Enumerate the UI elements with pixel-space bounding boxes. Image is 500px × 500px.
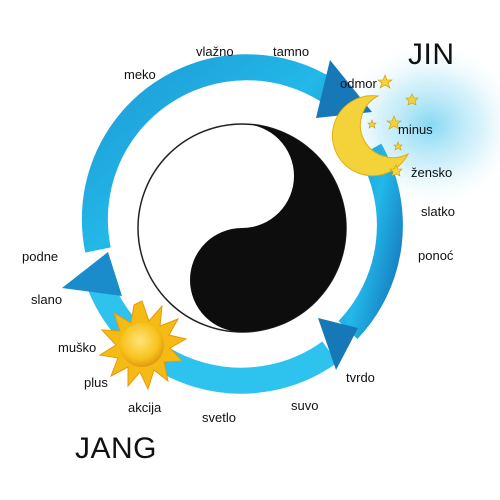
word-suvo: suvo [291,398,319,413]
ring-arc-top [81,54,338,253]
word-odmor: odmor [340,76,377,91]
word-slatko: slatko [421,204,455,219]
word-musko: muško [58,340,97,355]
word-podne: podne [22,249,59,264]
word-akcija: akcija [128,400,162,415]
word-minus: minus [398,122,433,137]
word-ponoc: ponoć [418,248,454,263]
word-meko: meko [124,67,156,82]
word-tamno: tamno [273,44,310,59]
word-plus: plus [84,375,108,390]
star-icon [367,74,419,177]
arrow-head-left [62,252,122,296]
sun-icon [98,300,188,391]
jin-title: JIN [408,38,455,71]
yin-yang-icon [137,123,347,333]
word-vlazno: vlažno [196,44,234,59]
ring-arc-right [338,143,403,339]
word-zensko: žensko [411,165,453,180]
word-tvrdo: tvrdo [346,370,375,385]
moon-icon [332,95,410,177]
word-svetlo: svetlo [202,410,236,425]
arrow-head-bottom-right [318,318,358,370]
word-slano: slano [31,292,63,307]
jang-title: JANG [75,432,158,465]
